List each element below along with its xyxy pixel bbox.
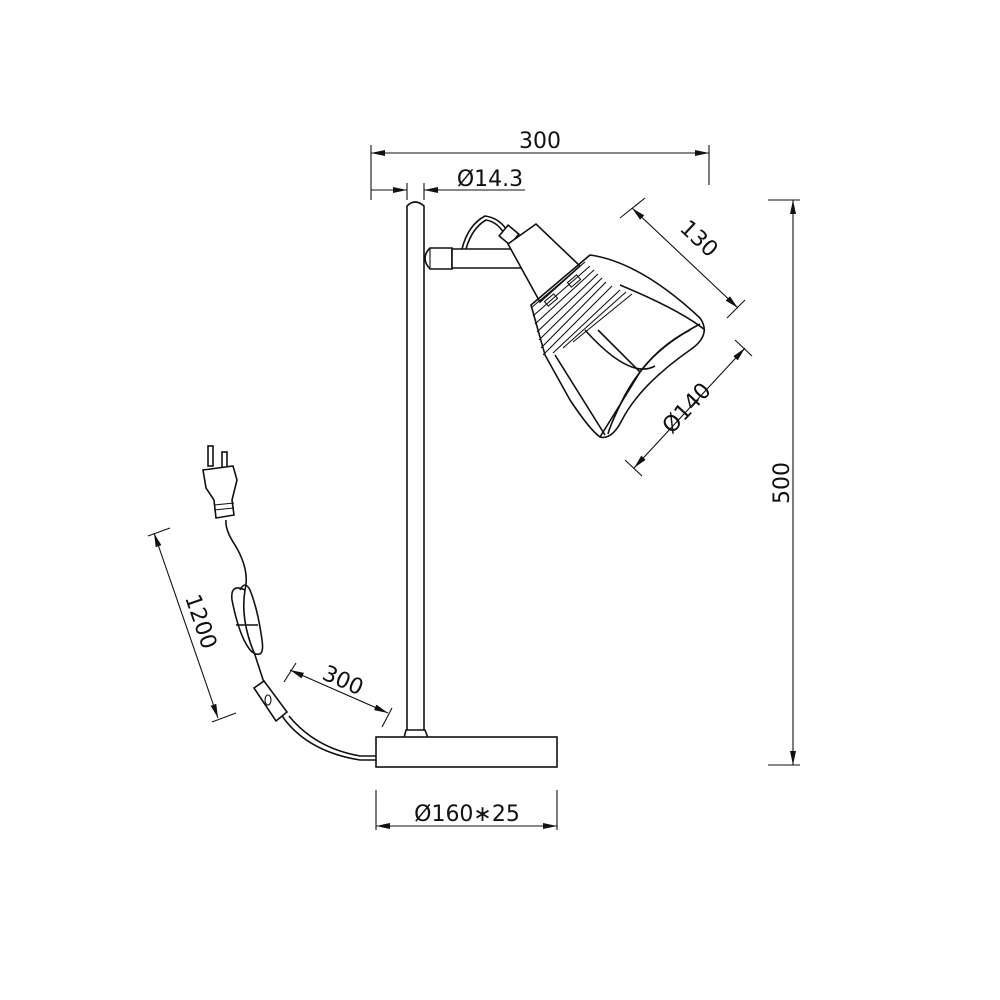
plug [202,445,238,519]
dim-shade-length: 130 [619,197,746,319]
dim-cord-length: 1200 [147,527,237,723]
dim-label-pole-diameter: Ø14.3 [457,167,523,192]
dim-label-overall-height: 500 [770,462,795,504]
dim-pole-diameter: Ø14.3 [371,167,525,200]
dim-overall-height: 500 [768,199,800,766]
dim-label-switch-distance: 300 [318,661,367,701]
dim-switch-distance: 300 [283,661,393,728]
dim-label-shade-length: 130 [675,216,723,263]
cord-switch [252,679,289,723]
lamp-socket-housing [506,222,582,304]
dim-label-base-size: Ø160∗25 [414,802,520,827]
lamp-base [375,736,558,768]
lamp-pole [402,201,430,739]
dim-label-cord-length: 1200 [179,591,221,652]
dim-label-shade-diameter: Ø140 [658,378,717,438]
dim-base-size: Ø160∗25 [375,790,558,830]
dim-shade-diameter: Ø140 [624,339,753,477]
power-cord [225,519,376,761]
dim-label-overall-width: 300 [519,129,561,154]
lamp-shade-cage [530,254,706,439]
dim-overall-width: 300 [370,129,710,200]
